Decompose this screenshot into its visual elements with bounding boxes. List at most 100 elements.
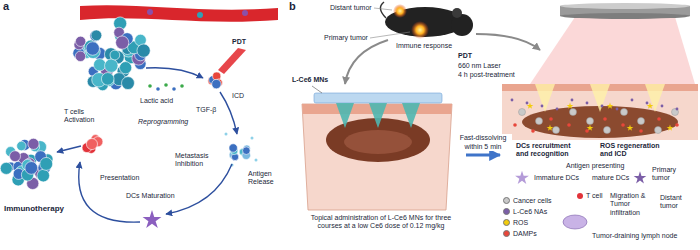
text-label: Metastasis Inhibition — [175, 152, 219, 169]
molecule-dot — [172, 87, 176, 91]
text-label: 4 h post-treatment — [458, 71, 515, 79]
text-label: Lactic acid — [140, 97, 173, 105]
cell — [40, 157, 53, 170]
process-arrow — [466, 154, 500, 157]
cancer-cell — [621, 109, 628, 116]
ros-star — [667, 124, 674, 130]
microneedle — [402, 103, 420, 128]
cancer-cell — [604, 127, 611, 134]
nanoassembly-dot — [556, 108, 559, 111]
antigen-dot — [251, 137, 254, 140]
nanoassembly-dot — [646, 102, 649, 105]
damp-dot — [657, 117, 661, 121]
immature-dc-icon — [515, 171, 529, 184]
node-text: Primary tumor — [652, 166, 688, 183]
node-text: Topical administration of L-Ce6 MNs for … — [306, 214, 456, 231]
damp-dot — [585, 129, 589, 133]
node-text: Distant tumor — [660, 194, 694, 211]
text-label: Immune response — [396, 42, 452, 50]
cancer-cell — [536, 118, 543, 125]
mouse-head — [451, 14, 473, 36]
legend-swatch — [503, 219, 510, 226]
damp-dot — [639, 129, 643, 133]
skin-panel: Topical administration of L-Ce6 MNs for … — [296, 88, 466, 246]
nanoassembly-dot — [571, 99, 574, 102]
text-label: T cells Activation — [64, 108, 102, 125]
antigen-cells — [229, 144, 251, 161]
legend-swatch — [503, 230, 510, 237]
damp-dot — [549, 117, 553, 121]
edge-label: Fast-dissolving within 5 min — [454, 134, 512, 151]
cell — [110, 50, 120, 60]
antigen-dot — [255, 159, 258, 162]
cancer-cell — [553, 127, 560, 134]
legend-item: ROS — [503, 218, 528, 227]
cell — [86, 42, 99, 55]
cancer-cell — [570, 109, 577, 116]
cell — [119, 62, 131, 74]
damp-dot — [621, 123, 625, 127]
legend-swatch — [503, 208, 510, 215]
icd-cells — [208, 72, 223, 89]
node-text: Migration & Tumor infiltration — [610, 192, 654, 217]
text-label: PDT — [232, 38, 246, 46]
leader-line — [312, 86, 322, 93]
cell — [25, 162, 38, 175]
laser-light — [530, 17, 695, 84]
nanoassembly-dot — [616, 108, 619, 111]
text-label: Primary tumor — [324, 34, 368, 42]
node-text: DCs recruitment and recognition — [516, 142, 574, 159]
damp-dot — [603, 117, 607, 121]
cell — [75, 51, 85, 61]
circulating-cell — [242, 10, 248, 16]
text-label: Distant tumor — [330, 4, 372, 12]
cell — [91, 30, 102, 41]
skin-section — [502, 84, 698, 140]
damp-dot — [513, 123, 517, 127]
light-cone — [645, 84, 665, 112]
light-cone — [535, 84, 555, 112]
legend-item: Cancer cells — [503, 196, 552, 205]
cell — [105, 59, 118, 72]
microneedle — [369, 103, 387, 128]
antigen-dot — [225, 133, 228, 136]
process-arrow — [476, 34, 540, 50]
cell — [229, 144, 237, 152]
text-label: b — [289, 0, 296, 13]
tumor-core — [344, 130, 412, 154]
molecule-dot — [180, 84, 184, 88]
flow-arrow — [146, 68, 203, 78]
cell — [122, 77, 135, 90]
nanoassembly-dot — [586, 102, 589, 105]
ros-star — [567, 102, 574, 108]
cancer-cell — [638, 118, 645, 125]
nanoassembly-dot — [511, 99, 514, 102]
node-text: Immature DCs — [534, 174, 579, 182]
leader-line — [374, 8, 392, 10]
nanoassembly-dot — [676, 108, 679, 111]
microneedle — [336, 103, 354, 128]
flow-arrow — [57, 146, 81, 152]
text-label: DCs Maturation — [126, 192, 175, 200]
nanoassembly-dot — [631, 99, 634, 102]
text-label: ICD — [232, 92, 244, 100]
cancer-cell — [519, 109, 526, 116]
nanoassembly-dot — [661, 105, 664, 108]
molecule-dot — [148, 84, 152, 88]
node-text: Antigen presenting — [566, 162, 624, 170]
text-label: PDT — [458, 52, 472, 60]
text-label: Antigen Release — [248, 170, 278, 187]
flow-arrow — [166, 164, 232, 214]
text-label: a — [3, 0, 9, 13]
cell — [116, 36, 129, 49]
legend-text: L-Ce6 NAs — [513, 208, 547, 215]
text-label: L-Ce6 MNs — [292, 76, 328, 84]
microneedle-patch — [314, 93, 442, 103]
leader-line — [370, 32, 410, 38]
ros-star — [627, 124, 634, 130]
legend-swatch — [503, 197, 510, 204]
blood-vessel — [80, 5, 278, 22]
cell — [17, 141, 26, 150]
t-cell-icon — [577, 193, 583, 199]
dendritic-cell — [143, 210, 162, 228]
